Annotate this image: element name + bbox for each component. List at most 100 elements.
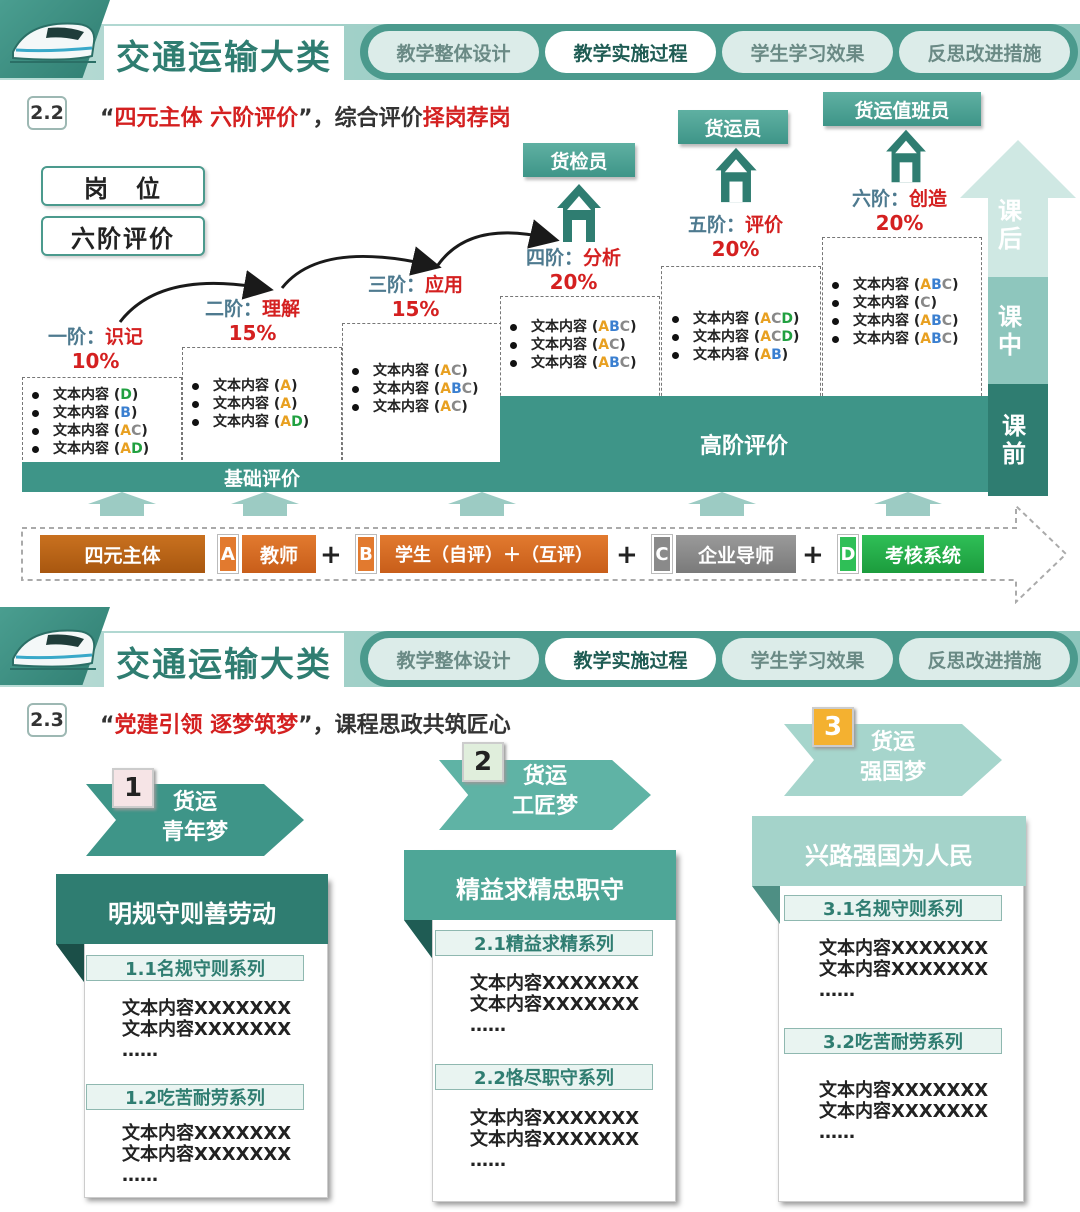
nav-tabs: 教学整体设计 教学实施过程 学生学习效果 反思改进措施 bbox=[360, 631, 1078, 687]
tab-effect[interactable]: 学生学习效果 bbox=[722, 638, 893, 680]
series-2-2: 2.2恪尽职守系列 bbox=[435, 1064, 653, 1090]
tab-design[interactable]: 教学整体设计 bbox=[368, 31, 539, 73]
section-title: “党建引领 逐梦筑梦”，课程思政共筑匠心 bbox=[100, 707, 511, 739]
card-1-ribbon bbox=[56, 874, 328, 982]
page-title: 交通运输大类 bbox=[104, 26, 344, 83]
series-3-2: 3.2吃苦耐劳系列 bbox=[784, 1028, 1002, 1054]
system-tag: 考核系统 bbox=[862, 535, 984, 573]
role-inspector: 货检员 bbox=[523, 143, 635, 177]
section-title: “四元主体 六阶评价”，综合评价择岗荐岗 bbox=[100, 100, 511, 132]
stage2-box bbox=[182, 347, 342, 465]
house-icon bbox=[715, 147, 757, 203]
bullet-item: 文本内容 (C) bbox=[832, 294, 937, 312]
tab-process[interactable]: 教学实施过程 bbox=[545, 31, 716, 73]
phase-after: 课后 bbox=[998, 197, 1022, 253]
tab-effect[interactable]: 学生学习效果 bbox=[722, 31, 893, 73]
four-subjects-tag: 四元主体 bbox=[40, 535, 205, 573]
section-number: 2.3 bbox=[27, 703, 67, 737]
series-3-1: 3.1名规守则系列 bbox=[784, 895, 1002, 921]
tab-process[interactable]: 教学实施过程 bbox=[545, 638, 716, 680]
high-eval-bar: 高阶评价 bbox=[500, 396, 988, 492]
train-icon bbox=[10, 629, 96, 670]
bullet-item: 文本内容 (D) bbox=[32, 386, 138, 404]
stage1-box bbox=[22, 377, 182, 465]
bullet-item: 文本内容 (ABC) bbox=[832, 276, 958, 294]
progress-curves bbox=[118, 219, 560, 323]
post-label: 岗 位 bbox=[41, 166, 205, 206]
bullet-item: 文本内容 (AC) bbox=[352, 362, 468, 380]
series-2-1: 2.1精益求精系列 bbox=[435, 930, 653, 956]
page-title: 交通运输大类 bbox=[104, 633, 344, 690]
stage4-box bbox=[500, 296, 660, 406]
phase-before: 课前 bbox=[1002, 412, 1026, 468]
tab-design[interactable]: 教学整体设计 bbox=[368, 638, 539, 680]
bullet-item: 文本内容 (ABC) bbox=[352, 380, 478, 398]
chevron-2-text: 货运工匠梦 bbox=[512, 764, 579, 819]
letter-a: A bbox=[217, 534, 239, 574]
base-eval-bar: 基础评价 bbox=[22, 462, 502, 492]
bullet-item: 文本内容 (AC) bbox=[352, 398, 468, 416]
bullet-item: 文本内容 (AB) bbox=[672, 346, 788, 364]
step-badge-1: 1 bbox=[112, 768, 154, 808]
title-highlight-2: 择岗荐岗 bbox=[422, 106, 511, 131]
nav-tabs: 教学整体设计 教学实施过程 学生学习效果 反思改进措施 bbox=[360, 24, 1078, 80]
card-1-head: 明规守则善劳动 bbox=[108, 899, 276, 928]
plus-sign: + bbox=[802, 540, 824, 570]
series-1-1: 1.1名规守则系列 bbox=[86, 955, 304, 981]
tab-reflect[interactable]: 反思改进措施 bbox=[899, 31, 1070, 73]
bullet-item: 文本内容 (AC) bbox=[32, 422, 148, 440]
step-badge-2: 2 bbox=[462, 742, 504, 782]
title-quote: “ bbox=[100, 713, 115, 738]
bullet-item: 文本内容 (ABC) bbox=[510, 354, 636, 372]
bullet-item: 文本内容 (B) bbox=[32, 404, 137, 422]
role-duty: 货运值班员 bbox=[823, 92, 981, 126]
train-icon bbox=[10, 22, 96, 63]
title-highlight: 党建引领 逐梦筑梦 bbox=[114, 713, 299, 738]
role-freight: 货运员 bbox=[678, 110, 788, 144]
letter-d: D bbox=[837, 534, 859, 574]
eval-label: 六阶评价 bbox=[41, 216, 205, 256]
title-rest: ”，综合评价 bbox=[298, 106, 423, 131]
chevron-3-text: 货运强国梦 bbox=[860, 730, 927, 785]
card-3-head: 兴路强国为人民 bbox=[805, 841, 973, 870]
house-icon bbox=[886, 129, 926, 183]
tab-reflect[interactable]: 反思改进措施 bbox=[899, 638, 1070, 680]
bullet-item: 文本内容 (ABC) bbox=[832, 330, 958, 348]
teacher-tag: 教师 bbox=[242, 535, 316, 573]
curve-1-2 bbox=[118, 270, 274, 323]
bullet-item: 文本内容 (ABC) bbox=[832, 312, 958, 330]
bullet-item: 文本内容 (AD) bbox=[192, 413, 309, 431]
title-rest: ”，课程思政共筑匠心 bbox=[298, 713, 511, 738]
plus-sign: + bbox=[320, 540, 342, 570]
section-number: 2.2 bbox=[27, 96, 67, 130]
bullet-item: 文本内容 (ACD) bbox=[672, 310, 799, 328]
support-arrows bbox=[88, 492, 942, 516]
bullet-item: 文本内容 (ABC) bbox=[510, 318, 636, 336]
curve-2-3 bbox=[280, 246, 442, 289]
bullet-item: 文本内容 (AC) bbox=[510, 336, 626, 354]
title-highlight: 四元主体 六阶评价 bbox=[114, 106, 299, 131]
bullet-item: 文本内容 (A) bbox=[192, 377, 298, 395]
phase-arrow bbox=[960, 140, 1076, 496]
title-quote: “ bbox=[100, 106, 115, 131]
bullet-item: 文本内容 (A) bbox=[192, 395, 298, 413]
card-2-ribbon bbox=[404, 850, 676, 958]
card-3-ribbon bbox=[752, 816, 1026, 924]
plus-sign: + bbox=[616, 540, 638, 570]
stage5-box bbox=[661, 266, 821, 406]
curve-3-4 bbox=[436, 219, 560, 266]
bullet-item: 文本内容 (AD) bbox=[32, 440, 149, 458]
series-1-2: 1.2吃苦耐劳系列 bbox=[86, 1084, 304, 1110]
letter-b: B bbox=[355, 534, 377, 574]
step-badge-3: 3 bbox=[812, 707, 854, 747]
